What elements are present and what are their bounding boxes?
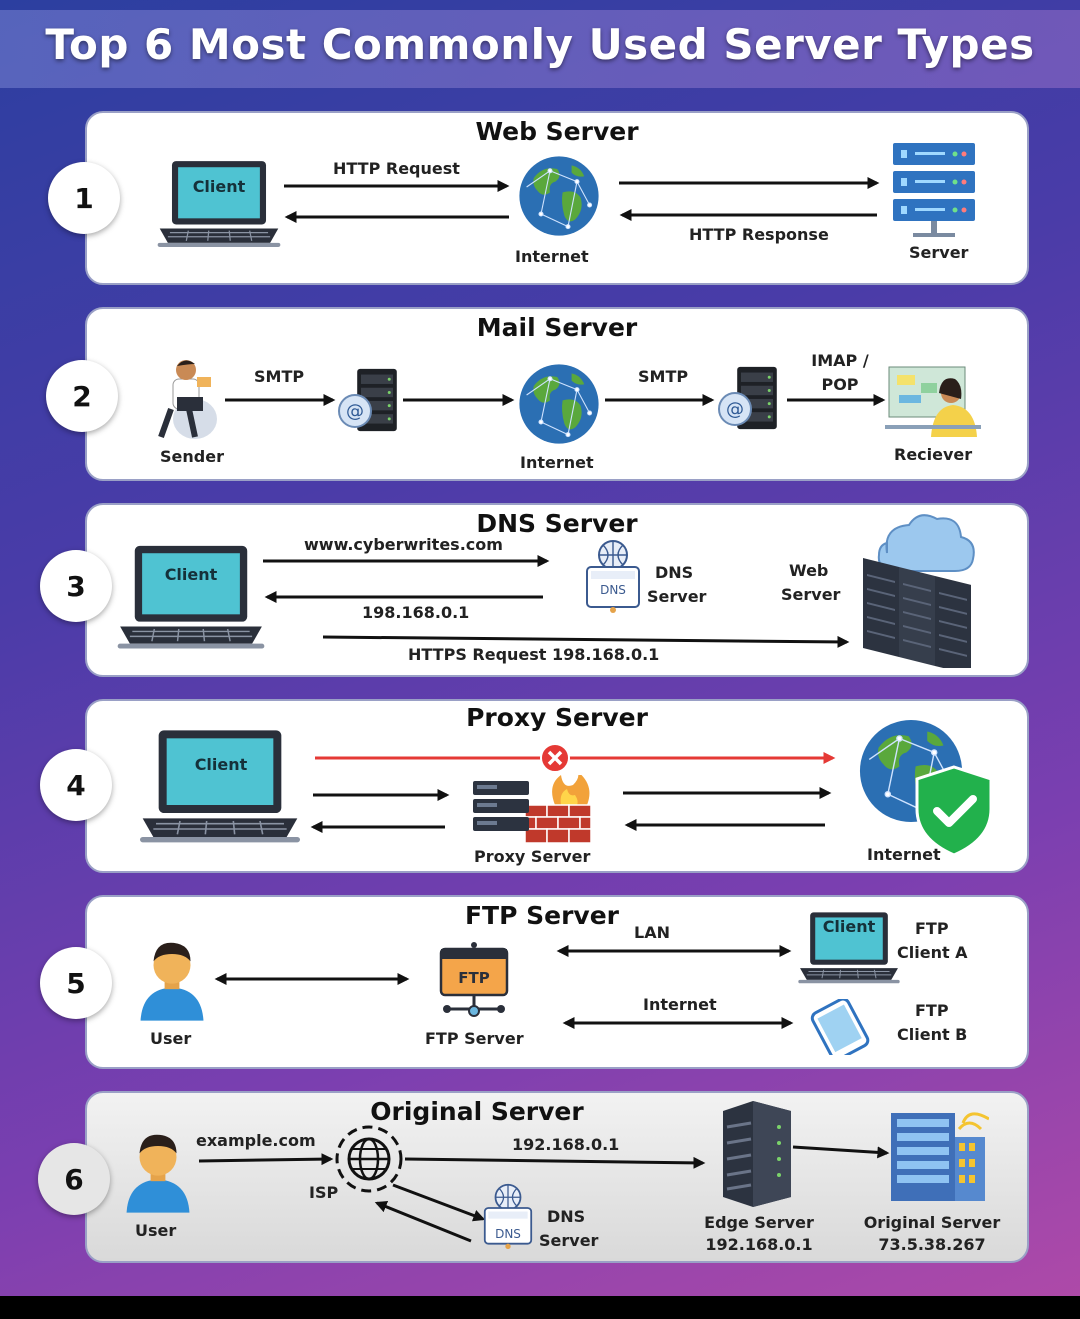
smtp-label: SMTP [254,367,305,386]
url-label: www.cyberwrites.com [304,535,503,554]
ftp-server-arrows [214,945,794,1029]
page-title: Top 6 Most Commonly Used Server Types [45,20,1035,69]
server-icon [893,143,975,237]
dns-server-label: DNS [655,563,694,582]
step-number-badge: 5 [40,947,112,1019]
client-label: Client [822,917,876,936]
ip-response-label: 198.168.0.1 [362,603,470,622]
ftp-badge-text: FTP [458,969,490,987]
ftp-client-a-label: Client A [897,943,968,962]
user-icon [135,937,209,1021]
panel-title: FTP Server [464,901,620,930]
svg-text:@: @ [346,401,364,422]
panel-title: Original Server [370,1097,584,1126]
internet-label: Internet [515,247,589,266]
user-label: User [150,1029,192,1048]
globe-icon [514,151,604,241]
ftp-client-b-label: Client B [897,1025,968,1044]
user-icon [121,1129,195,1213]
panel-original-server: Original Server User example.com ISP 192… [85,1091,1029,1263]
shield-icon [915,765,993,857]
dns-server-icon [586,540,640,613]
ftp-server-icon [439,942,509,1017]
panel-mail-server: Mail Server SMTP @ Internet SMTP @ IMAP … [85,307,1029,481]
laptop-icon [137,725,303,845]
client-label: Client [192,177,246,196]
sender-label: Sender [160,447,224,466]
user-label: User [135,1221,177,1240]
ftp-client-a-label: FTP [915,919,949,938]
proxy-server-arrows [310,752,836,833]
ip-label: 192.168.0.1 [512,1135,620,1154]
step-number-badge: 3 [40,550,112,622]
web-server-arrows [284,177,880,223]
dns-badge-text: DNS [495,1227,521,1241]
http-request-label: HTTP Request [333,159,460,178]
sender-person-icon [158,360,217,439]
web-server-label: Web [789,561,829,580]
panel-dns-server: DNS Server Client www.cyberwrites.com 19… [85,503,1029,677]
isp-label: ISP [309,1183,339,1202]
mail-server-icon: @ [338,368,397,432]
panel-title: Proxy Server [466,703,648,732]
panel-title: Mail Server [476,313,638,342]
ftp-server-label: FTP Server [425,1029,524,1048]
blocked-icon [540,743,570,773]
receiver-label: Reciever [894,445,973,464]
imap-label: IMAP / [811,351,869,370]
proxy-firewall-icon [473,775,592,844]
domain-label: example.com [196,1131,316,1150]
internet-label: Internet [867,845,941,864]
globe-icon [514,359,604,449]
internet-label: Internet [643,995,717,1014]
laptop-icon [157,157,281,249]
mail-server-icon: @ [718,366,777,430]
bottom-bar [0,1296,1080,1319]
title-banner [0,10,1080,88]
original-server-label: Original Server [863,1213,1001,1232]
panel-web-server: Web Server Client HTTP Request Internet … [85,111,1029,285]
cloud-server-icon [863,514,975,668]
step-number-badge: 6 [38,1143,110,1215]
isp-globe-icon [335,1125,403,1193]
dns-server-label: Server [539,1231,599,1250]
step-number-badge: 4 [40,749,112,821]
dns-server-arrows [263,555,850,648]
panel-ftp-server: FTP Server User FTP FTP Server LAN Inter… [85,895,1029,1069]
panel-title: DNS Server [476,509,638,538]
step-number-badge: 2 [46,360,118,432]
tablet-icon [810,999,870,1055]
original-server-arrows [198,1145,890,1243]
server-label: Server [909,243,969,262]
panel-proxy-server: Proxy Server Client Proxy Server Interne… [85,699,1029,873]
panel-title: Web Server [475,117,639,146]
client-label: Client [164,565,218,584]
web-server-label: Server [781,585,841,604]
http-response-label: HTTP Response [689,225,829,244]
dns-badge-text: DNS [600,583,626,597]
dns-server-label: DNS [547,1207,586,1226]
laptop-icon [115,541,267,651]
lan-label: LAN [634,923,670,942]
edge-server-ip: 192.168.0.1 [705,1235,813,1254]
smtp-label: SMTP [638,367,689,386]
proxy-server-label: Proxy Server [474,847,591,866]
https-request-label: HTTPS Request 198.168.0.1 [408,645,660,664]
original-server-ip: 73.5.38.267 [878,1235,986,1254]
step-number-badge: 1 [48,162,120,234]
internet-label: Internet [520,453,594,472]
receiver-person-icon [885,366,981,437]
ftp-client-b-label: FTP [915,1001,949,1020]
edge-server-label: Edge Server [704,1213,814,1232]
svg-text:@: @ [726,399,744,420]
origin-server-icon [891,1112,989,1201]
mail-server-arrows [225,394,886,406]
client-label: Client [194,755,248,774]
pop-label: POP [821,375,859,394]
edge-server-icon [723,1101,791,1207]
dns-server-icon [483,1183,533,1250]
dns-server-label: Server [647,587,707,606]
